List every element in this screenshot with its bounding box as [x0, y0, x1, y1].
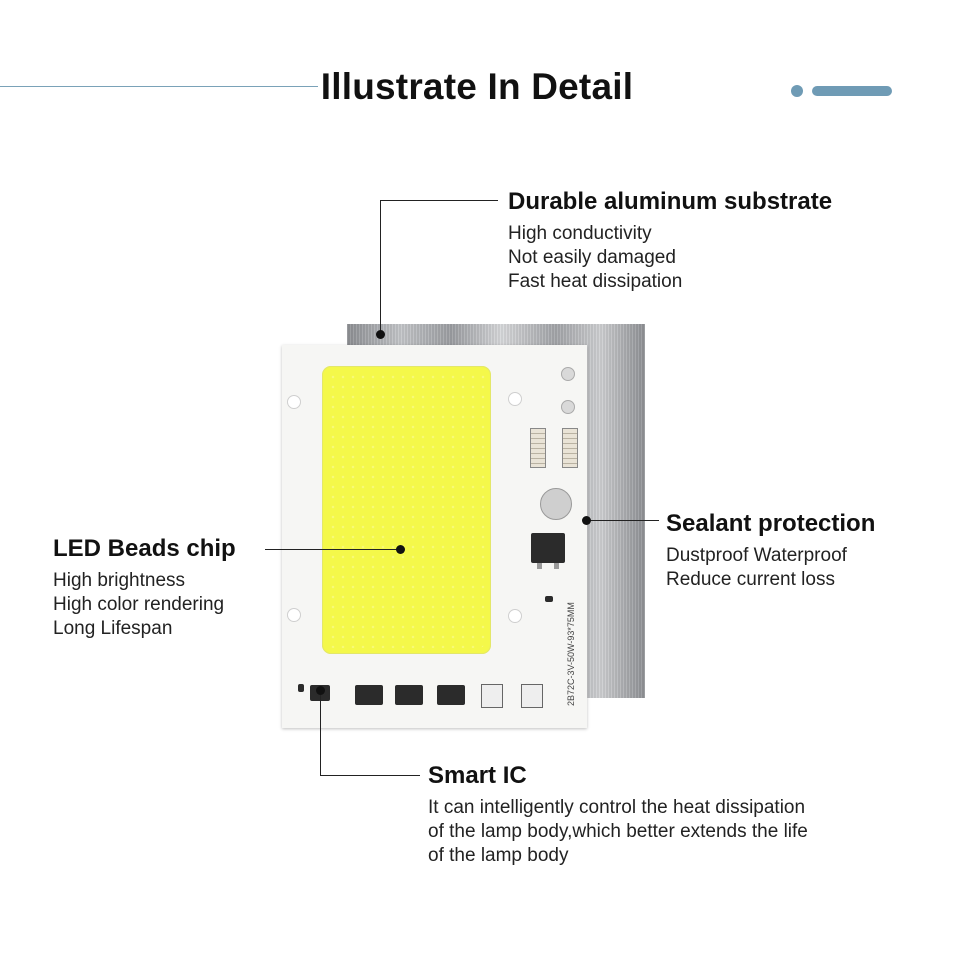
mount-hole: [508, 392, 522, 406]
ic-leader-horizontal: [320, 775, 420, 776]
small-component: [545, 596, 553, 602]
led-heading: LED Beads chip: [53, 535, 236, 562]
solder-pad: [561, 367, 575, 381]
sealant-callout: Sealant protection Dustproof Waterproof …: [666, 510, 875, 592]
ic-leader-vertical: [320, 690, 321, 775]
solder-pad: [561, 400, 575, 414]
rectifier-chip: [531, 533, 565, 563]
chip-pin: [537, 563, 542, 569]
ic-callout: Smart IC It can intelligently control th…: [428, 762, 808, 868]
fuse-f1: [562, 428, 578, 468]
chip-pin: [554, 563, 559, 569]
sealant-dot-icon: [582, 516, 591, 525]
substrate-line: Not easily damaged: [508, 247, 676, 268]
substrate-leader-vertical: [380, 200, 381, 334]
substrate-heading: Durable aluminum substrate: [508, 188, 833, 215]
resistor-pad: [481, 684, 503, 708]
sealant-heading: Sealant protection: [666, 510, 876, 537]
substrate-line: Fast heat dissipation: [508, 271, 683, 292]
fuse-f2: [530, 428, 546, 468]
ic-dot-icon: [316, 686, 325, 695]
page-title: Illustrate In Detail: [320, 66, 634, 107]
led-dot-icon: [396, 545, 405, 554]
substrate-dot-icon: [376, 330, 385, 339]
ic-line: of the lamp body: [428, 845, 569, 866]
sealant-line: Reduce current loss: [666, 569, 835, 590]
varistor: [540, 488, 572, 520]
header-left-line: [0, 86, 318, 87]
ic-line: It can intelligently control the heat di…: [428, 797, 806, 818]
board-model-text: 2B72C-3V-50W-93*75MM: [566, 602, 576, 706]
led-line: Long Lifespan: [53, 618, 173, 639]
led-line: High brightness: [53, 570, 186, 591]
header-dot-icon: [791, 85, 803, 97]
ic-chip: [395, 685, 423, 705]
substrate-leader-horizontal: [380, 200, 498, 201]
ic-chip: [437, 685, 465, 705]
sealant-leader: [587, 520, 659, 521]
sealant-line: Dustproof Waterproof: [666, 545, 847, 566]
led-line: High color rendering: [53, 594, 225, 615]
substrate-line: High conductivity: [508, 223, 652, 244]
capacitor-c1: [298, 684, 304, 692]
ic-chip: [355, 685, 383, 705]
led-beads-chip: [322, 366, 491, 654]
resistor-pad: [521, 684, 543, 708]
ic-line: of the lamp body,which better extends th…: [428, 821, 808, 842]
led-leader: [265, 549, 400, 550]
mount-hole: [287, 395, 301, 409]
substrate-callout: Durable aluminum substrate High conducti…: [508, 188, 832, 294]
header-bar-decoration: [812, 86, 892, 96]
mount-hole: [287, 608, 301, 622]
led-callout: LED Beads chip High brightness High colo…: [53, 535, 236, 641]
mount-hole: [508, 609, 522, 623]
ic-heading: Smart IC: [428, 762, 527, 789]
